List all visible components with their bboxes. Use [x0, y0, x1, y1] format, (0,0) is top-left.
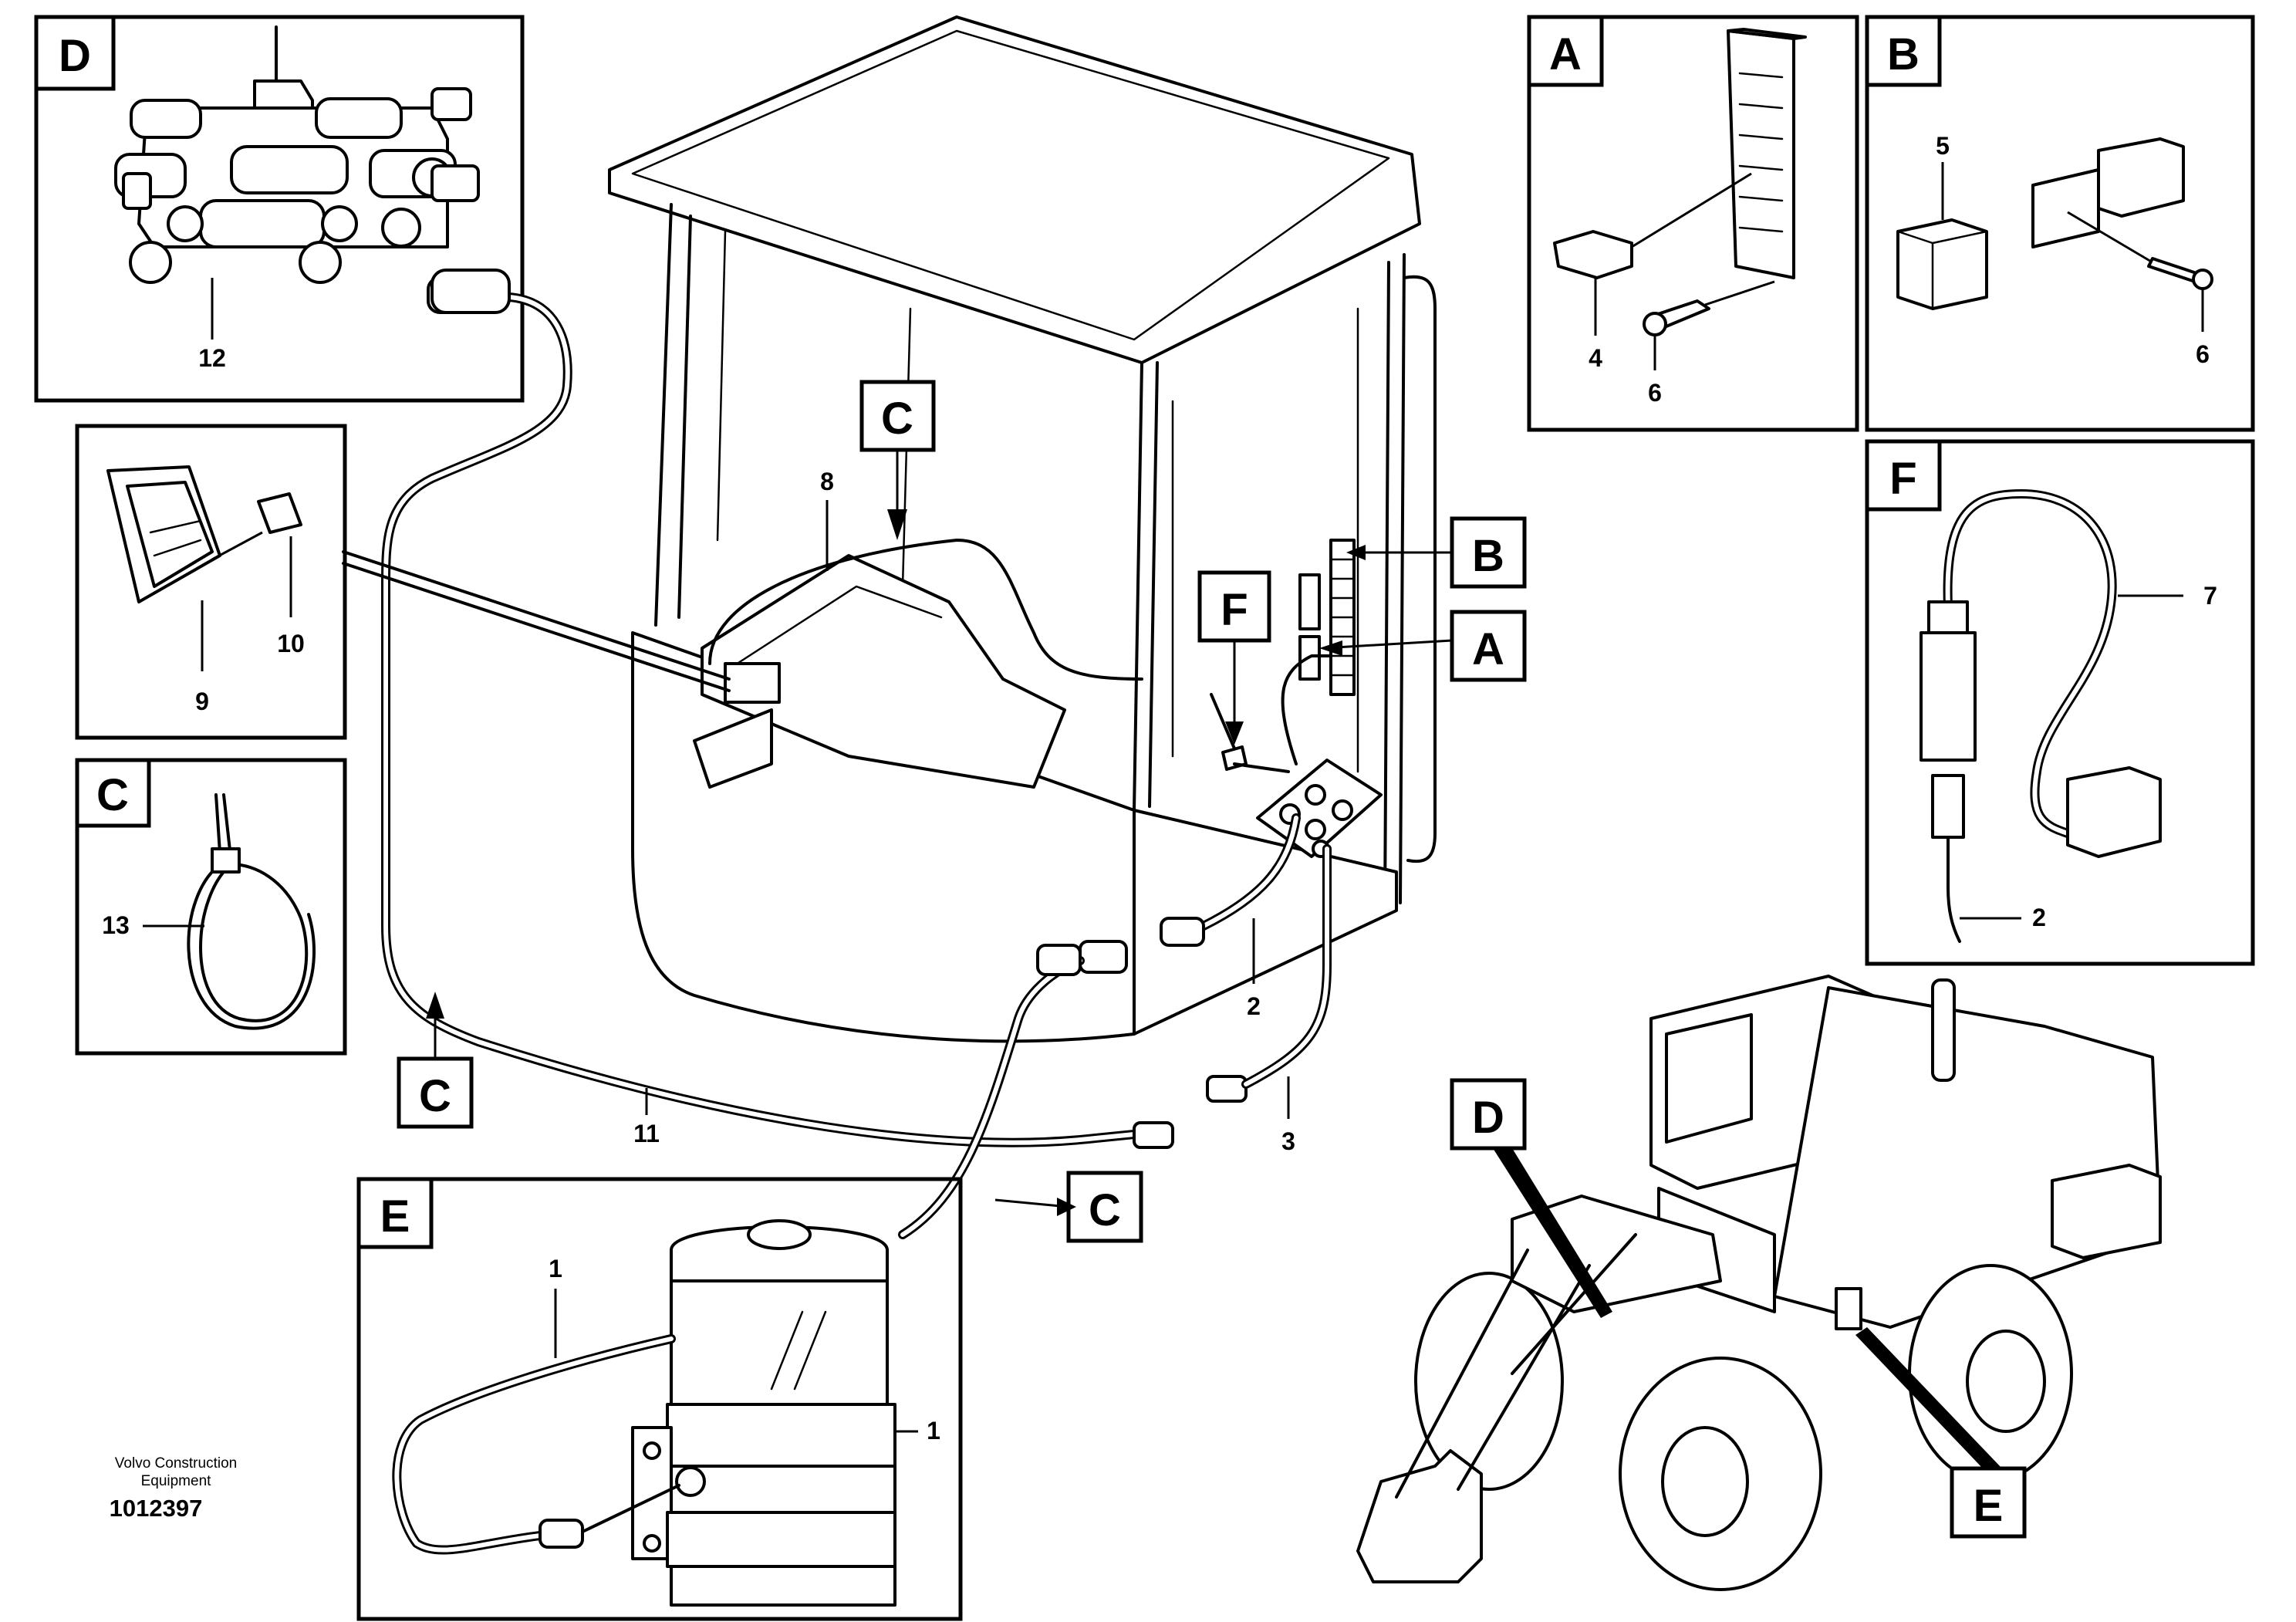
- callout-5: 5: [1936, 132, 1950, 160]
- detail-c-panel: C 13: [75, 758, 347, 1056]
- callout-1: 1: [549, 1255, 562, 1282]
- detail-e-letter: E: [380, 1191, 410, 1242]
- callout-2-f: 2: [2032, 904, 2046, 931]
- callout-8: 8: [820, 468, 834, 495]
- detail-c-letter: C: [96, 770, 129, 820]
- callout-7: 7: [2203, 582, 2217, 610]
- callout-12: 12: [198, 344, 226, 372]
- callout-6-b: 6: [2196, 340, 2210, 368]
- label-d: D: [1472, 1093, 1504, 1143]
- callout-6-a: 6: [1648, 379, 1662, 407]
- label-c-bottom: C: [1089, 1185, 1121, 1235]
- label-c-left: C: [419, 1071, 451, 1121]
- drawing-number: 1012397: [110, 1495, 203, 1522]
- detail-a-letter: A: [1549, 29, 1582, 79]
- detail-a-panel: A 4 6: [1527, 15, 1859, 432]
- valve-block-illustration: [114, 25, 480, 340]
- company-name-line2: Equipment: [141, 1473, 212, 1489]
- callout-13: 13: [102, 911, 130, 939]
- callout-9: 9: [195, 688, 209, 715]
- label-f: F: [1221, 585, 1248, 635]
- cab-illustration: [608, 15, 1437, 1043]
- callout-2-main: 2: [1247, 992, 1261, 1020]
- callout-11: 11: [633, 1120, 660, 1147]
- detail-e-panel: E 1 1: [356, 1177, 963, 1621]
- detail-f-letter: F: [1889, 454, 1916, 504]
- main-labels: C 8 B A F C C 11 2: [397, 380, 2027, 1539]
- callout-3: 3: [1281, 1127, 1295, 1155]
- label-a: A: [1472, 624, 1504, 674]
- wheel-loader-illustration: [1356, 975, 2162, 1591]
- label-b: B: [1472, 531, 1504, 581]
- fuse-relay-strip: [1298, 539, 1356, 696]
- detail-f-panel: F 7 2: [1865, 439, 2255, 966]
- lubrication-lines: [342, 269, 1332, 1239]
- detail-b-letter: B: [1887, 29, 1920, 79]
- company-name-line1: Volvo Construction: [115, 1455, 237, 1472]
- label-e: E: [1974, 1481, 2004, 1531]
- detail-d-panel: D 12: [34, 15, 525, 403]
- callout-10: 10: [277, 630, 305, 657]
- footer: Volvo Construction Equipment 1012397: [110, 1455, 238, 1522]
- detail-d-letter: D: [59, 31, 91, 81]
- label-c-top: C: [881, 394, 913, 444]
- callout-1b: 1: [927, 1417, 940, 1445]
- detail-b-panel: B 5 6: [1865, 15, 2255, 432]
- callout-4: 4: [1589, 344, 1602, 372]
- detail-switch-panel: 9 10: [75, 424, 347, 740]
